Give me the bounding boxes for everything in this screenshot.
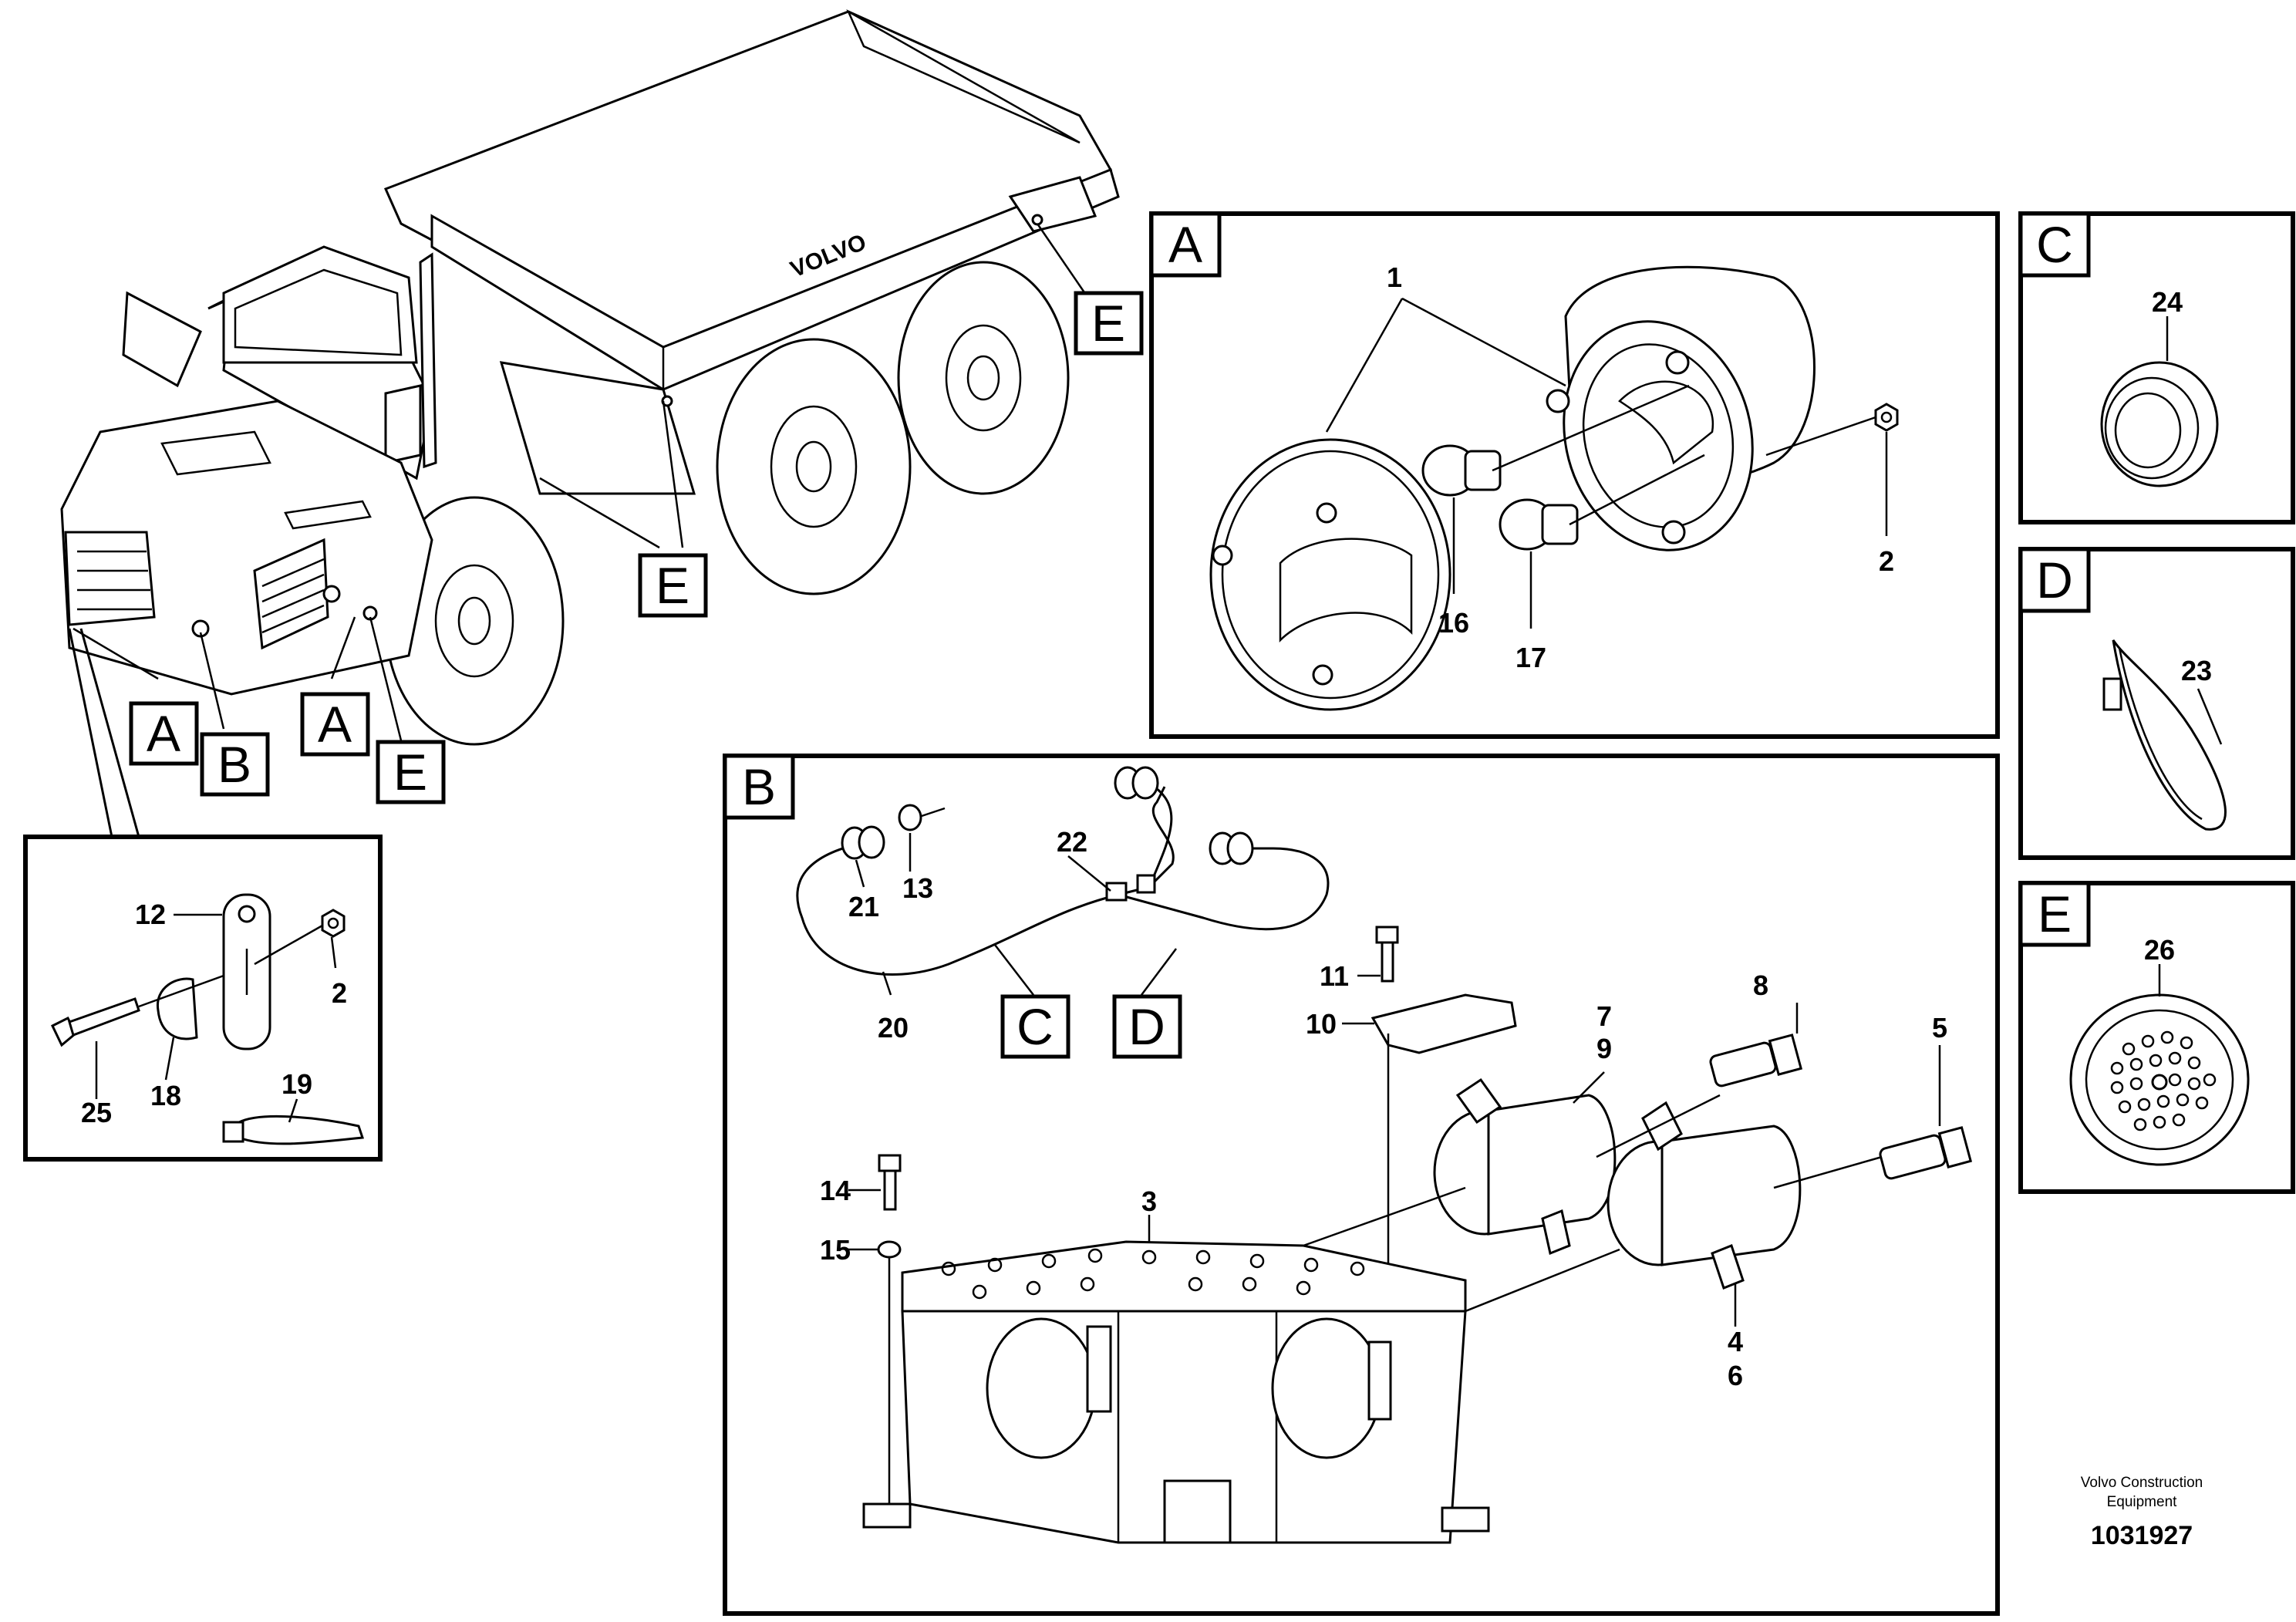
panel-b-label: B [742,758,776,815]
callout-label: A [147,705,180,762]
panel-b-part-13: 13 [902,872,933,904]
panel-b [723,754,2000,1616]
callout-label: E [656,557,689,614]
panel-e [2018,881,2295,1194]
panel-b-part-15: 15 [820,1234,851,1266]
rear-wheel-1 [897,261,1070,495]
panel-a [1149,211,2000,739]
panel-b-part-8: 8 [1753,969,1768,1001]
bracket-part-18: 18 [150,1080,181,1111]
truck-callout-b: B [200,732,270,797]
panel-a-part-1: 1 [1387,261,1402,293]
callout-label: E [1091,295,1125,352]
bracket-part-2: 2 [332,977,347,1009]
bracket-detail-panel [23,835,383,1162]
subref-label: C [1017,998,1054,1055]
truck-callout-a-side: A [300,692,370,757]
articulated-hauler-illustration: VOLVO [60,9,1120,838]
callout-label: A [318,696,352,753]
panel-b-subref-c: C [1000,994,1070,1059]
panel-b-part-9: 9 [1596,1033,1612,1064]
panel-e-label: E [2038,885,2072,943]
panel-b-part-7: 7 [1596,1000,1612,1032]
truck-callout-a-front: A [129,701,199,766]
panel-d-label: D [2036,551,2073,609]
panel-d [2018,547,2295,860]
publisher-line-2: Equipment [2107,1494,2178,1510]
truck-callout-e-rear: E [1074,291,1144,356]
panel-e-part-26: 26 [2144,934,2175,966]
panel-d-part-23: 23 [2181,655,2212,686]
rear-wheel-2 [716,338,912,595]
panel-b-part-22: 22 [1057,826,1087,858]
callout-label: B [217,736,251,793]
publisher-line-1: Volvo Construction [2081,1475,2203,1491]
truck-callout-e-middle: E [638,553,708,618]
front-wheel [384,496,565,746]
panel-a-part-2: 2 [1879,545,1894,577]
drawing-number: 1031927 [2091,1521,2193,1550]
panel-a-part-17: 17 [1515,642,1546,673]
panel-b-part-4: 4 [1728,1326,1743,1357]
bracket-part-12: 12 [135,899,166,930]
panel-c-part-24: 24 [2152,286,2183,318]
panel-c-label: C [2036,216,2073,273]
panel-b-part-14: 14 [820,1175,851,1206]
panel-a-label: A [1168,216,1202,273]
panel-b-subref-d: D [1112,994,1182,1059]
panel-b-part-5: 5 [1932,1012,1947,1044]
panel-b-part-3: 3 [1141,1185,1157,1217]
panel-c [2018,211,2295,524]
panel-a-part-16: 16 [1438,607,1469,639]
bracket-part-19: 19 [282,1068,312,1100]
panel-b-part-6: 6 [1728,1360,1743,1391]
callout-label: E [393,744,427,801]
panel-b-part-10: 10 [1306,1008,1337,1040]
panel-b-part-11: 11 [1320,960,1349,992]
truck-callout-e-front: E [376,740,446,804]
bracket-part-25: 25 [81,1097,112,1128]
panel-b-part-20: 20 [878,1012,909,1044]
panel-b-part-21: 21 [848,891,879,922]
subref-label: D [1128,998,1165,1055]
